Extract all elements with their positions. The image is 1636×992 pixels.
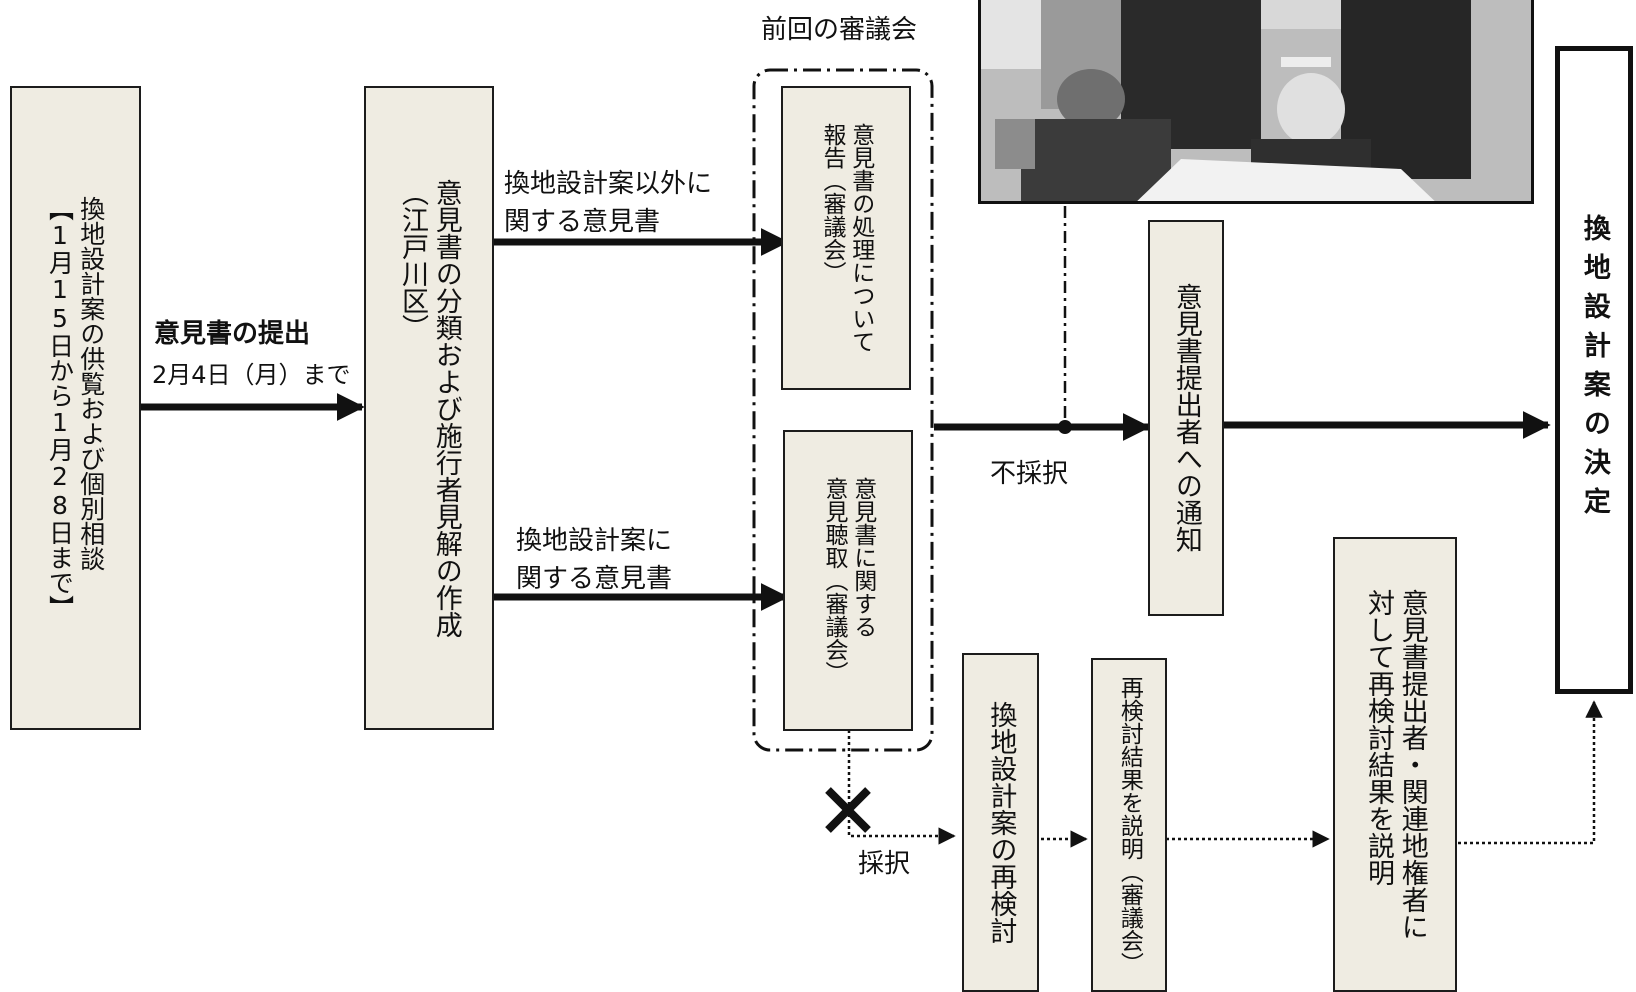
decision-text: 換地設計案の決定 xyxy=(1578,214,1610,526)
hearing-text: 意見書に関する 意見聴取（審議会） xyxy=(819,477,877,684)
classification-line2: （江戸川区） xyxy=(397,178,428,341)
adopted-label: 採択 xyxy=(858,849,911,879)
box-explain-council: 再検討結果を説明（審議会） xyxy=(1091,658,1167,992)
reexamine-text: 換地設計案の再検討 xyxy=(985,701,1017,944)
adopted-branch-line xyxy=(847,730,956,845)
box-inspection: 換地設計案の供覧および個別相談 【1月15日から1月28日まで】 xyxy=(10,86,141,730)
box-hearing: 意見書に関する 意見聴取（審議会） xyxy=(783,430,913,731)
cross-mark xyxy=(825,787,871,833)
hearing-line1: 意見書に関する xyxy=(849,477,876,638)
explain-owners-text: 意見書提出者・関連地権者に 対して再検討結果を説明 xyxy=(1361,589,1429,940)
photo-image xyxy=(981,0,1531,201)
explain-owners-line2: 対して再検討結果を説明 xyxy=(1363,589,1394,886)
box-explain-owners: 意見書提出者・関連地権者に 対して再検討結果を説明 xyxy=(1333,537,1457,992)
arrow-owners-decision xyxy=(1458,700,1603,845)
classification-text: 意見書の分類および施行者見解の作成 （江戸川区） xyxy=(395,179,463,638)
report-line2: 報告（審議会） xyxy=(819,123,845,284)
box-classification: 意見書の分類および施行者見解の作成 （江戸川区） xyxy=(364,86,494,730)
box-decision: 換地設計案の決定 xyxy=(1555,46,1633,694)
design-opinion-label-2: 関する意見書 xyxy=(516,564,673,594)
council-meeting-photo xyxy=(978,0,1534,204)
notify-text: 意見書提出者への通知 xyxy=(1170,283,1202,553)
inspection-line1: 換地設計案の供覧および個別相談 xyxy=(76,196,106,571)
report-text: 意見書の処理について 報告（審議会） xyxy=(817,123,875,353)
other-opinion-label-2: 関する意見書 xyxy=(504,207,661,237)
classification-line1: 意見書の分類および施行者見解の作成 xyxy=(430,178,462,638)
other-opinion-label-1: 換地設計案以外に xyxy=(504,169,713,199)
submission-label: 意見書の提出 xyxy=(154,319,311,349)
deadline-label: 2月4日（月）まで xyxy=(152,361,351,389)
explain-owners-line1: 意見書提出者・関連地権者に xyxy=(1396,589,1428,940)
explain-council-text: 再検討結果を説明（審議会） xyxy=(1116,675,1143,975)
design-opinion-label-1: 換地設計案に xyxy=(516,526,673,556)
box-reexamine: 換地設計案の再検討 xyxy=(962,653,1039,992)
rejected-label: 不採択 xyxy=(990,459,1069,489)
box-report: 意見書の処理について 報告（審議会） xyxy=(781,86,911,390)
hearing-line2: 意見聴取（審議会） xyxy=(821,477,847,684)
box-notify: 意見書提出者への通知 xyxy=(1148,220,1224,616)
previous-council-label: 前回の審議会 xyxy=(761,15,918,45)
report-line1: 意見書の処理について xyxy=(847,123,874,353)
inspection-line2: 【1月15日から1月28日まで】 xyxy=(45,196,75,620)
inspection-text: 換地設計案の供覧および個別相談 【1月15日から1月28日まで】 xyxy=(44,196,107,620)
photo-link-dot xyxy=(1058,420,1072,434)
previous-council-frame xyxy=(752,68,934,752)
